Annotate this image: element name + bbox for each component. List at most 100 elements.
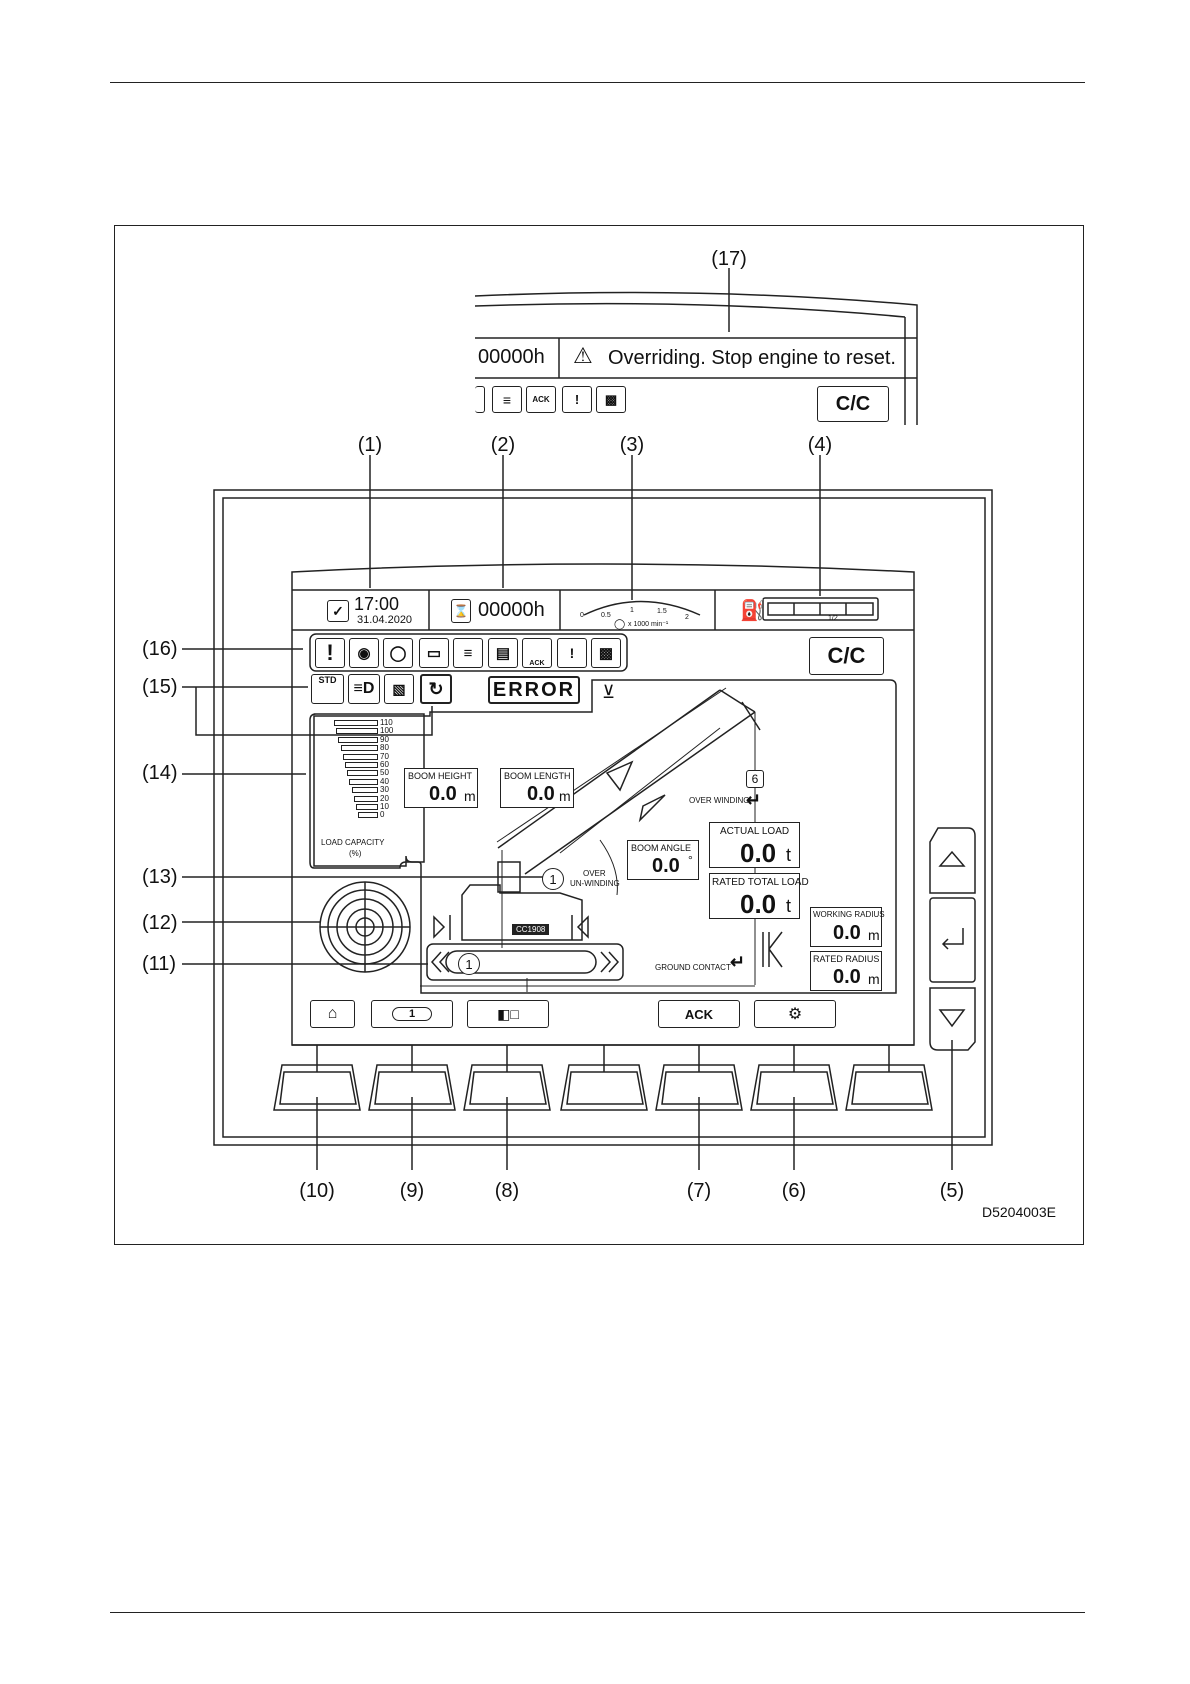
inset-warning-icon: ⚠ [573,343,593,368]
boom-height-box: BOOM HEIGHT 0.0 m [404,768,478,808]
load-capacity-bar [340,745,378,752]
callout-15: (15) [142,676,178,698]
hourglass-icon: ⌛ [451,599,471,623]
rotation-icon: ↻ [420,674,452,704]
rated-radius-label: RATED RADIUS [813,954,880,964]
load-capacity-bar [358,812,378,819]
softkey-track-select[interactable]: 1 [371,1000,453,1028]
working-radius-value: 0.0 [833,922,861,944]
callout-17: (17) [711,248,747,270]
filter-warning-icon: ! [557,638,587,668]
inset-hours: 00000h [478,346,545,368]
top-rule [110,82,1085,83]
softkey-camera[interactable]: ◧□ [467,1000,549,1028]
softkey-ack[interactable]: ACK [658,1000,740,1028]
callout-13: (13) [142,866,178,888]
winch-number: 1 [549,871,557,887]
boom-height-unit: m [464,788,476,804]
load-capacity-bar [336,728,378,735]
load-capacity-tick: 40 [380,776,389,786]
boom-angle-unit: ° [688,853,693,867]
callout-6: (6) [781,1180,807,1202]
softkey-settings[interactable]: ⚙ [754,1000,836,1028]
winch-number-badge: 1 [542,868,564,890]
inset-icon-crane-a [475,386,485,413]
callout-10: (10) [299,1180,335,1202]
rpm-tick-label: 2 [685,614,689,621]
load-capacity-bar [345,762,378,768]
load-capacity-tick: 50 [380,768,389,778]
bottom-rule [110,1612,1085,1613]
load-capacity-bar [349,778,378,785]
figure-frame [114,225,1084,1245]
callout-5: (5) [939,1180,965,1202]
boom-angle-value: 0.0 [652,855,680,877]
hardware-key[interactable] [463,1045,551,1111]
actual-load-box: ACTUAL LOAD 0.0 t [709,822,800,868]
hardware-key[interactable] [845,1045,933,1111]
coolant-temp-icon: ◯ [383,638,413,668]
load-capacity-bar [356,804,378,810]
callout-9: (9) [399,1180,425,1202]
std-label: STD [318,675,337,685]
actual-load-unit: t [786,845,792,865]
crane-lift-icon: ▤ [488,638,518,668]
hardware-key[interactable] [273,1045,361,1111]
cc-label: C/C [827,643,866,668]
oil-pressure-icon: ◉ [349,638,379,668]
ground-contact-hook-icon: ↵ [730,952,746,972]
callout-1: (1) [357,434,383,456]
rated-radius-box: RATED RADIUS 0.0 m [810,951,882,991]
exhaust-filter-icon: ≡ [453,638,483,668]
hardware-key[interactable] [560,1045,648,1111]
inset-icon-ack: ACK [526,386,556,413]
boom-angle-box: BOOM ANGLE 0.0 ° [627,840,699,880]
boom-height-label: BOOM HEIGHT [408,771,473,781]
load-capacity-tick: 30 [380,785,389,795]
battery-icon: ▭ [419,638,449,668]
model-label: CC1908 [512,924,550,935]
track-number-badge: 1 [458,953,480,975]
inset-icon-crane-b: ≡ [492,386,522,413]
callout-4: (4) [807,434,833,456]
ack-small-label: ACK [529,660,545,667]
hardware-key[interactable] [368,1045,456,1111]
load-capacity-tick: 110 [380,718,393,727]
rated-total-load-unit: t [786,896,792,916]
load-capacity-tick: 0 [380,810,385,820]
hydraulic-oil-icon: ▧ [384,674,414,704]
cc-button[interactable]: C/C [809,637,884,675]
rpm-unit: x 1000 min⁻¹ [628,621,669,628]
rpm-tick-label: 1 [630,607,634,614]
hardware-key[interactable] [655,1045,743,1111]
time-display: 17:00 [354,594,400,614]
load-capacity-bar [353,795,378,802]
softkey-home[interactable]: ⌂ [310,1000,355,1028]
working-radius-box: WORKING RADIUS 0.0 m [810,907,885,947]
std-mode-icon: STD [311,674,344,704]
engine-check-icon: ▩ [591,638,621,668]
headlight-icon: ≡D [348,674,380,704]
error-indicator: ERROR [488,676,580,704]
working-radius-unit: m [868,927,880,943]
rated-radius-unit: m [868,971,880,987]
hardware-key[interactable] [750,1045,838,1111]
inset-engine-icon: ▩ [596,386,626,413]
rated-total-load-label: RATED TOTAL LOAD [712,877,809,888]
rpm-icon: ◯ [614,619,626,630]
date-display: 31.04.2020 [357,614,413,626]
load-capacity-bar [351,787,378,794]
callout-16: (16) [142,638,178,660]
collapse-icon[interactable]: ⊻ [602,682,616,702]
rated-radius-value: 0.0 [833,966,861,988]
track-number: 1 [465,956,473,972]
working-radius-label: WORKING RADIUS [813,910,885,919]
callout-3: (3) [619,434,645,456]
inset-ack-label: ACK [532,395,550,404]
load-capacity-bar [342,753,378,760]
document-id: D5204003E [982,1204,1056,1220]
inset-cc-label: C/C [835,392,871,415]
callout-8: (8) [494,1180,520,1202]
load-capacity-tick: 70 [380,751,389,761]
